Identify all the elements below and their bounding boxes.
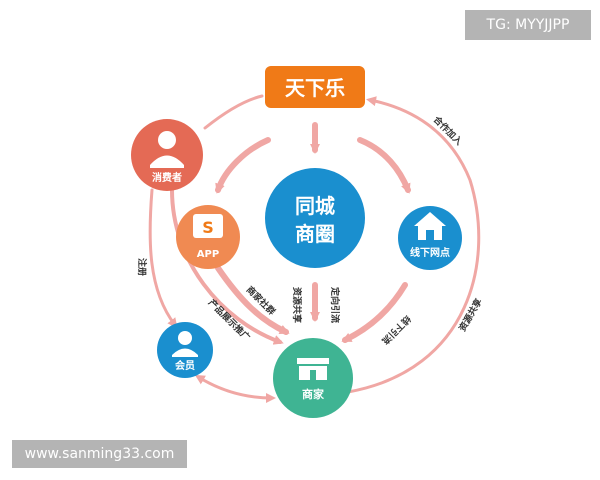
merchant-label: 商家 xyxy=(302,387,325,401)
label-resource-share: 资源共享 xyxy=(291,287,303,323)
consumer-label: 消费者 xyxy=(152,171,182,184)
logo-to-app xyxy=(215,137,271,194)
consumer-to-member xyxy=(148,188,178,329)
app-label: APP xyxy=(197,249,219,260)
svg-text:S: S xyxy=(202,218,214,237)
app-logo-icon xyxy=(193,214,223,238)
offline-label: 线下网点 xyxy=(410,246,450,259)
center-label-2: 商圈 xyxy=(295,222,335,246)
watermark-top: TG: MYYJJPP xyxy=(465,10,591,40)
logo-box: 天下乐 xyxy=(265,66,365,108)
app-node: S APP xyxy=(176,205,240,269)
consumer-node: 消费者 xyxy=(131,119,203,191)
logo-text: 天下乐 xyxy=(285,76,345,100)
center-node: 同城 商圈 xyxy=(265,168,365,268)
label-targeted-traffic: 定向引流 xyxy=(329,286,341,323)
offline-to-merchant xyxy=(341,282,408,343)
center-label-1: 同城 xyxy=(295,194,335,218)
house-icon xyxy=(414,212,446,240)
merchant-node: 商家 xyxy=(273,338,353,418)
watermark-bottom: www.sanming33.com xyxy=(12,440,187,468)
label-merchant-community: 商家社群 xyxy=(244,284,278,318)
label-register: 注册 xyxy=(136,258,148,276)
connectors xyxy=(148,94,481,403)
member-to-merchant xyxy=(194,374,276,403)
app-to-merchant xyxy=(215,265,290,335)
storefront-icon xyxy=(297,358,329,380)
person-icon xyxy=(150,131,184,168)
member-label: 会员 xyxy=(175,359,195,372)
offline-node: 线下网点 xyxy=(398,206,462,270)
member-node: 会员 xyxy=(157,322,213,378)
outer-ring-right xyxy=(346,96,481,394)
consumer-to-merchant xyxy=(170,188,284,345)
label-offline-draw: 线下引流 xyxy=(379,313,413,347)
consumer-to-logo xyxy=(203,94,264,130)
user-icon xyxy=(172,331,198,357)
logo-to-offline xyxy=(357,137,411,194)
